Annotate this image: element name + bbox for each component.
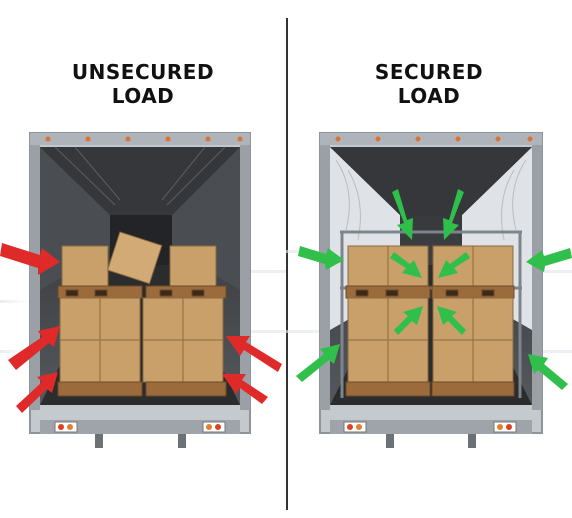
unsecured-trailer-illustration xyxy=(0,132,286,448)
unsecured-title-line1: UNSECURED xyxy=(71,60,215,84)
cargo-boxes-top xyxy=(347,245,514,287)
secured-title-line2: LOAD xyxy=(397,84,461,108)
secured-trailer-illustration xyxy=(286,132,572,448)
green-arrow xyxy=(526,248,572,272)
pallet-middle xyxy=(345,285,515,299)
pallet-bottom xyxy=(345,381,515,397)
secured-panel: SECURED LOAD xyxy=(286,0,572,518)
green-arrow xyxy=(437,306,466,335)
unsecured-force-arrows xyxy=(0,243,282,413)
green-arrow xyxy=(438,252,470,278)
center-divider xyxy=(286,18,288,510)
green-arrow xyxy=(443,189,464,240)
green-arrow xyxy=(528,354,568,390)
secured-title: SECURED LOAD xyxy=(286,60,572,108)
secured-title-line1: SECURED xyxy=(374,60,484,84)
green-arrow xyxy=(390,252,422,278)
green-arrow xyxy=(298,246,344,270)
red-arrow xyxy=(222,374,268,404)
green-arrow xyxy=(296,344,340,382)
red-arrow xyxy=(0,243,60,275)
rear-bumper xyxy=(330,420,532,434)
red-arrow xyxy=(8,326,60,370)
green-arrow xyxy=(392,189,413,240)
pallet-middle xyxy=(57,285,227,299)
unsecured-panel: UNSECURED LOAD xyxy=(0,60,286,448)
cargo-boxes-lower xyxy=(59,297,224,383)
pallet-bottom xyxy=(57,381,227,397)
cargo-boxes-top xyxy=(61,231,217,287)
tail-lights xyxy=(54,421,226,433)
unsecured-title: UNSECURED LOAD xyxy=(0,60,286,108)
securing-force-arrows xyxy=(296,189,572,390)
rear-bumper xyxy=(40,420,240,434)
red-arrow xyxy=(16,372,58,413)
tail-lights xyxy=(343,421,517,433)
green-arrow xyxy=(394,306,423,335)
red-arrow xyxy=(226,336,282,372)
unsecured-title-line2: LOAD xyxy=(111,84,175,108)
cargo-boxes-lower xyxy=(347,297,514,383)
